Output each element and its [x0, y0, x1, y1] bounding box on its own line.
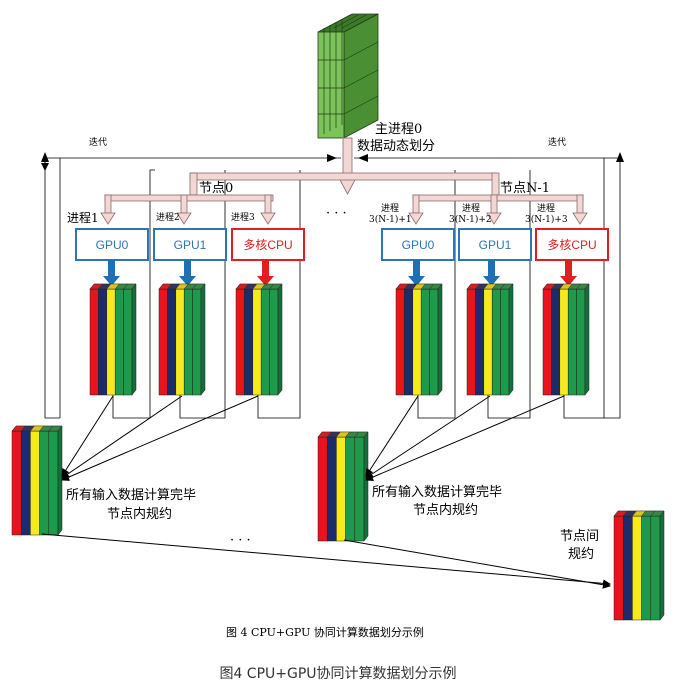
device-label: GPU0: [402, 238, 435, 252]
stack-gpu1-b: [466, 283, 514, 396]
stack-gpu0-a: [89, 283, 137, 396]
device-arrows: [103, 260, 577, 286]
figure-caption-inline: 图 4 CPU+GPU 协同计算数据划分示例: [226, 625, 424, 639]
procN2-label: 进程: [462, 203, 480, 214]
device-box-gpu0-a: GPU0: [75, 228, 149, 261]
proc3-label: 进程3: [231, 212, 255, 223]
middle-dots: · · ·: [326, 206, 347, 221]
reduce-text-b2: 节点内规约: [413, 502, 478, 518]
reduce-text-b1: 所有输入数据计算完毕: [372, 484, 502, 500]
node-pipes: [100, 172, 588, 225]
inter-node-label: 节点间: [560, 529, 599, 544]
main-split-arrow: [338, 137, 357, 195]
stack-cpu-a: [235, 283, 283, 396]
iterate-left-label: 迭代: [89, 136, 107, 148]
inter-node-sublabel: 规约: [568, 547, 594, 562]
proc2-label: 进程2: [156, 212, 180, 223]
stack-cpu-b: [542, 283, 590, 396]
main-process-sublabel: 数据动态划分: [357, 139, 435, 154]
iteration-arrowheads: [41, 152, 624, 162]
stack-nodeN-reduced: [317, 431, 369, 542]
device-label: GPU1: [479, 238, 512, 252]
proc1-label: 进程1: [67, 210, 99, 225]
stack-gpu1-a: [158, 283, 206, 396]
stack-final: [613, 510, 665, 621]
compute-stacks: [11, 283, 665, 621]
stack-gpu0-b: [395, 283, 443, 396]
device-box-cpu-b: 多核CPU: [535, 228, 609, 261]
device-label: GPU1: [174, 238, 207, 252]
procN2-index: 3(N-1)+2: [449, 214, 492, 225]
device-box-gpu0-b: GPU0: [381, 228, 455, 261]
procN1-index: 3(N-1)+1: [369, 214, 412, 225]
iterate-right-label: 迭代: [548, 136, 566, 148]
reduce-text-a1: 所有输入数据计算完毕: [66, 487, 196, 503]
device-label: GPU0: [96, 238, 129, 252]
figure-caption: 图4 CPU+GPU协同计算数据划分示例: [219, 666, 457, 682]
procN3-index: 3(N-1)+3: [525, 214, 568, 225]
main-data-block: [317, 13, 379, 139]
nodeN1-label: 节点N-1: [500, 181, 550, 196]
device-box-cpu-a: 多核CPU: [231, 228, 305, 261]
device-label: 多核CPU: [243, 238, 292, 252]
stack-node0-reduced: [11, 425, 63, 536]
procN1-label: 进程: [381, 203, 399, 214]
procN3-label: 进程: [537, 203, 555, 214]
node0-label: 节点0: [199, 181, 233, 196]
reduce-text-a2: 节点内规约: [107, 506, 172, 522]
device-box-gpu1-b: GPU1: [458, 228, 532, 261]
device-box-gpu1-a: GPU1: [153, 228, 227, 261]
main-process-label: 主进程0: [375, 122, 422, 137]
reduce-lines: [41, 395, 611, 589]
bottom-dots: · · ·: [230, 533, 251, 548]
device-label: 多核CPU: [547, 238, 596, 252]
